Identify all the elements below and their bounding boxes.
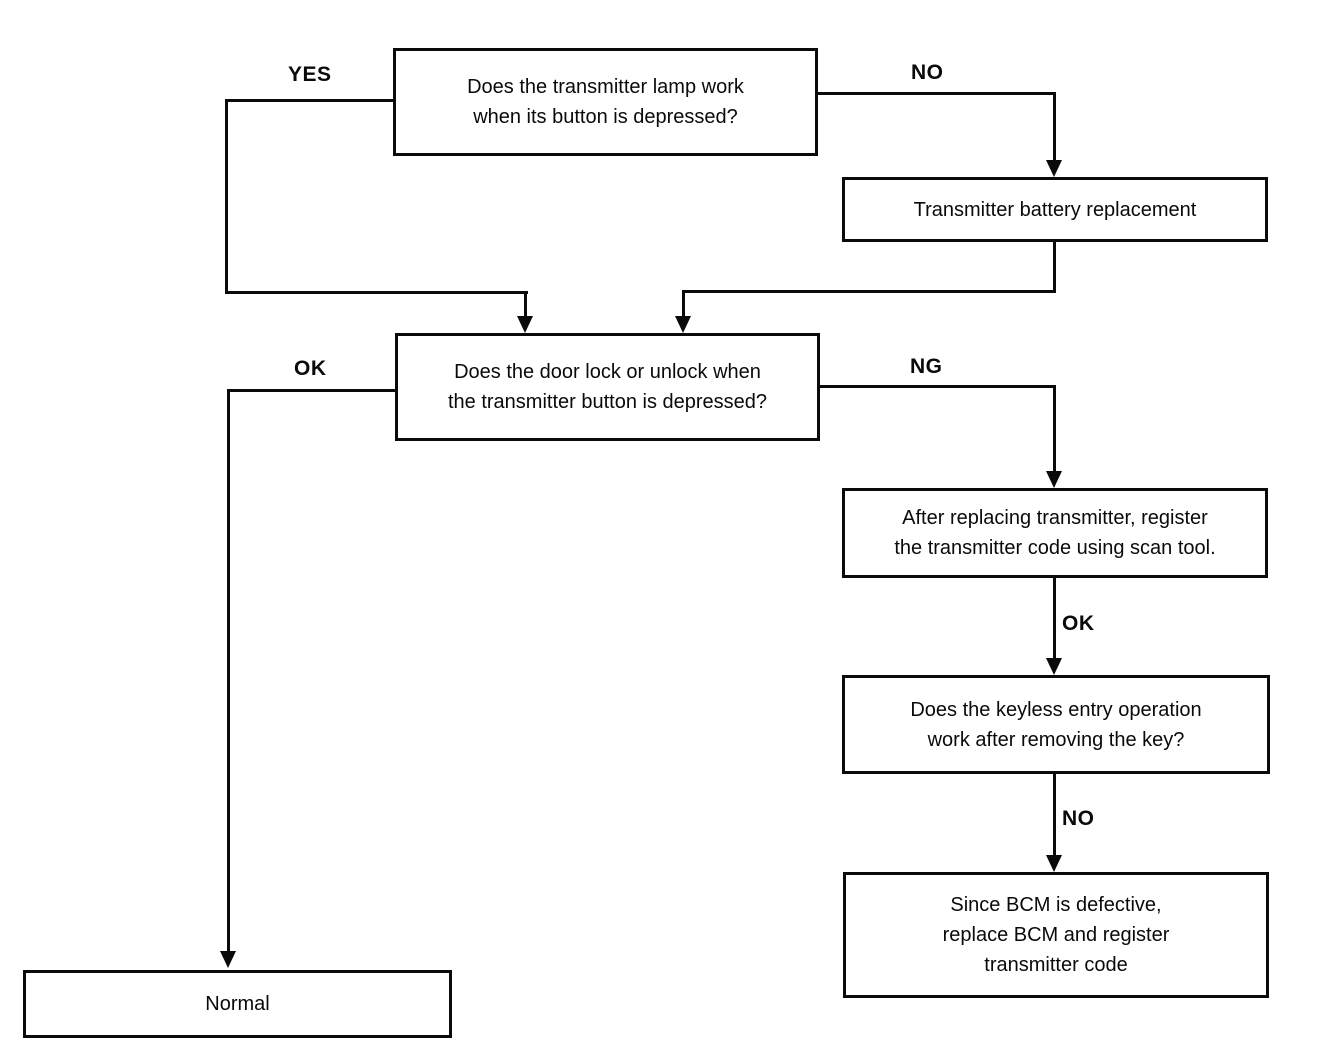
arrow-down-icon [1046,160,1062,177]
node-normal: Normal [23,970,452,1038]
edge-yes-segment-v1 [225,99,228,294]
edge-label-ok-left: OK [294,357,327,380]
edge-ok-left-segment-h [227,389,397,392]
node-battery-replacement-text: Transmitter battery replacement [913,198,1197,221]
edge-battery-segment-v1 [1053,242,1056,293]
edge-label-no-top: NO [911,61,944,84]
node-register-transmitter-text: After replacing transmitter, register th… [894,507,1216,559]
node-keyless-entry-question-text: Does the keyless entry operation work af… [910,698,1202,751]
edge-label-ok-right: OK [1062,612,1095,635]
node-door-lock-question: Does the door lock or unlock when the tr… [395,333,820,441]
arrow-down-icon [220,951,236,968]
edge-label-ng: NG [910,355,943,378]
edge-ok-left-segment-v [227,389,230,953]
edge-ng-segment-v [1053,385,1056,473]
edge-yes-segment-v2 [524,291,527,319]
edge-yes-segment-h2 [225,291,528,294]
edge-no-right-segment-v [1053,773,1056,857]
node-keyless-entry-question: Does the keyless entry operation work af… [842,675,1270,774]
node-normal-text: Normal [205,993,270,1015]
node-door-lock-question-text: Does the door lock or unlock when the tr… [447,361,768,413]
node-register-transmitter: After replacing transmitter, register th… [842,488,1268,578]
node-battery-replacement: Transmitter battery replacement [842,177,1268,242]
edge-yes-segment-h1 [225,99,396,102]
edge-no-top-segment-v [1053,92,1056,162]
arrow-down-icon [675,316,691,333]
edge-label-yes: YES [288,63,332,86]
edge-battery-segment-h [682,290,1056,293]
arrow-down-icon [1046,471,1062,488]
arrow-down-icon [1046,855,1062,872]
arrow-down-icon [1046,658,1062,675]
edge-battery-segment-v2 [682,290,685,318]
edge-no-top-segment-h [818,92,1056,95]
node-transmitter-lamp-question: Does the transmitter lamp work when its … [393,48,818,156]
node-replace-bcm-text: Since BCM is defective, replace BCM and … [942,894,1170,976]
node-replace-bcm: Since BCM is defective, replace BCM and … [843,872,1269,998]
node-transmitter-lamp-question-text: Does the transmitter lamp work when its … [467,76,744,128]
edge-label-no-right: NO [1062,807,1095,830]
edge-ok-right-segment-v [1053,578,1056,660]
edge-ng-segment-h [820,385,1056,388]
arrow-down-icon [517,316,533,333]
